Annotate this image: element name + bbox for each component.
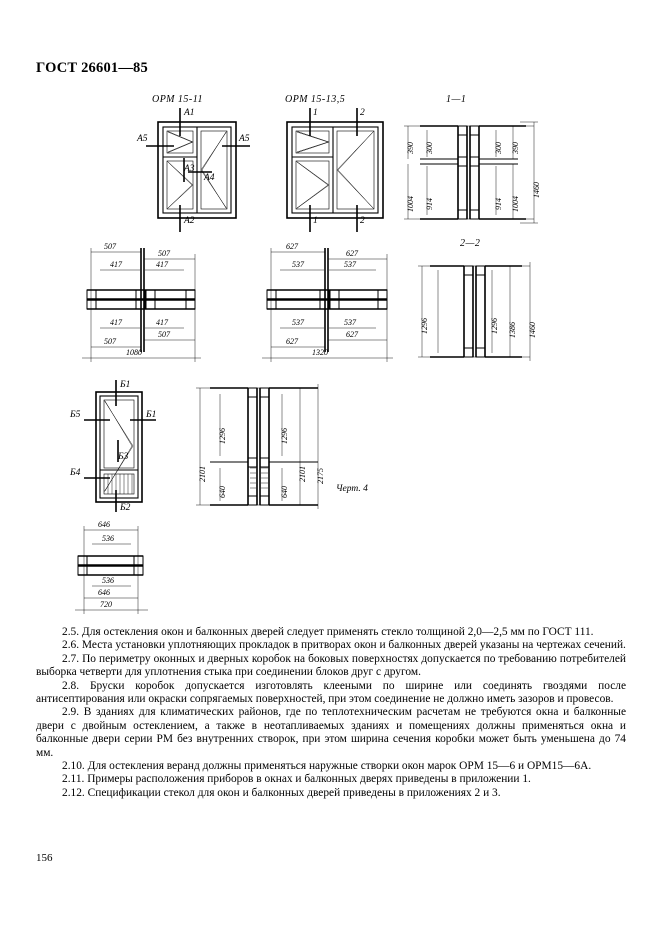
door-mark-b3: Б3 [118,452,129,462]
dim-1320-total: 1320 [312,348,328,357]
dim-300-left: 300 [425,142,434,154]
dim-1080-total: 1080 [126,348,142,357]
paragraph-2-10: 2.10. Для остекления веранд должны приме… [62,760,592,773]
section-mark-a5-right: A5 [239,134,250,144]
dim-640-left: 640 [218,486,227,498]
figure-caption: Черт. 4 [336,484,368,494]
dim-646-top: 646 [98,520,110,529]
paragraph-2-7: 2.7. По периметру оконных и дверных коро… [36,652,626,679]
dim-914-right: 914 [494,198,503,210]
drawing-plan-1320: 627 627 537 537 537 537 627 627 1320 [248,240,418,365]
paragraph-2-12: 2.12. Спецификации стекол для окон и бал… [62,786,501,799]
dim-417-upper-right: 417 [156,260,168,269]
dim-2175-total: 2175 [316,468,325,484]
dim-1004-right: 1004 [511,196,520,212]
dim-300-right: 300 [494,142,503,154]
dim-390-left: 390 [406,142,415,154]
drawing-section-2-2: 2—2 1296 [418,238,578,366]
dim-2101-right: 2101 [298,466,307,482]
drawing-door-plan: 646 536 536 646 720 [62,520,202,620]
dim-507-top-left: 507 [104,242,116,251]
drawing-section-1-1: 1—1 [400,94,580,229]
section-mark-1-top: 1 [313,108,318,118]
drawing-door-section: 2101 2101 1296 1296 640 640 2175 Черт. 4 [190,378,390,513]
dim-536-top: 536 [102,534,114,543]
page-number: 156 [36,852,53,864]
door-mark-b1-top: Б1 [120,380,131,390]
section-mark-a4: A4 [204,173,215,183]
paragraph-2-9: 2.9. В зданиях для климатических районов… [36,706,626,759]
dim-417-lower-left: 417 [110,318,122,327]
section-mark-2-bottom: 2 [360,216,365,226]
drawing-window-orm-15-11: ОРМ 15-11 [137,94,260,232]
drawing-title-section-2-2: 2—2 [460,238,481,249]
dim-646-bottom: 646 [98,588,110,597]
paragraph-2-5: 2.5. Для остекления окон и балконных две… [62,626,594,638]
dim-537-upper-right: 537 [344,260,356,269]
drawing-title-orm-15-13-5: ОРМ 15-13,5 [285,94,346,105]
paragraph-2-11: 2.11. Примеры расположения приборов в ок… [62,773,531,786]
dim-417-lower-right: 417 [156,318,168,327]
paragraph-2-6: 2.6. Места установки уплотняющих проклад… [62,639,626,652]
dim-640-right: 640 [280,486,289,498]
dim-536-bottom: 536 [102,576,114,585]
dim-417-upper-left: 417 [110,260,122,269]
section-mark-a2: A2 [184,216,195,226]
dim-627-bottom-left: 627 [286,337,298,346]
section-mark-a1: A1 [184,108,195,118]
drawing-window-orm-15-13-5: ОРМ 15-13,5 1 1 [275,94,400,232]
dim-627-bottom-right: 627 [346,330,358,339]
door-mark-b1-right: Б1 [146,410,157,420]
dim-390-right: 390 [511,142,520,154]
door-mark-b2: Б2 [120,503,131,513]
dim-627-top-left: 627 [286,242,298,251]
section-mark-1-bottom: 1 [313,216,318,226]
dim-507-bottom-left: 507 [104,337,116,346]
dim-537-lower-left: 537 [292,318,304,327]
dim-914-left: 914 [425,198,434,210]
dim-1296-left: 1296 [420,318,429,334]
section-mark-a5-left: A5 [137,134,148,144]
door-mark-b4: Б4 [70,468,81,478]
dim-507-top-right: 507 [158,249,170,258]
section-mark-2-top: 2 [360,108,365,118]
section-mark-a3: A3 [184,164,195,174]
figure-4-drawings: ОРМ 15-11 [0,90,661,620]
dim-2101-left: 2101 [198,466,207,482]
dim-1004-left: 1004 [406,196,415,212]
paragraph-2-8: 2.8. Бруски коробок допускается изготовл… [36,679,626,706]
dim-720-total: 720 [100,600,112,609]
drawing-title-section-1-1: 1—1 [446,94,467,105]
dim-537-lower-right: 537 [344,318,356,327]
dim-537-upper-left: 537 [292,260,304,269]
drawing-plan-1080: 507 507 417 417 417 417 507 507 1080 [68,240,228,365]
drawing-balcony-door: Б1 Б1 Б2 Б3 Б4 Б5 [70,378,180,513]
dim-1460-total: 1460 [532,182,541,198]
drawing-title-orm-15-11: ОРМ 15-11 [152,94,203,105]
dim-627-top-right: 627 [346,249,358,258]
dim-1296-right: 1296 [490,318,499,334]
dim-1296-left: 1296 [218,428,227,444]
dim-1386: 1386 [508,322,517,338]
dim-1296-right: 1296 [280,428,289,444]
body-text: 2.5. Для остекления окон и балконных две… [36,626,626,800]
dim-1460: 1460 [528,322,537,338]
dim-507-bottom-right: 507 [158,330,170,339]
standard-number: ГОСТ 26601—85 [36,60,148,76]
door-mark-b5: Б5 [70,410,81,420]
